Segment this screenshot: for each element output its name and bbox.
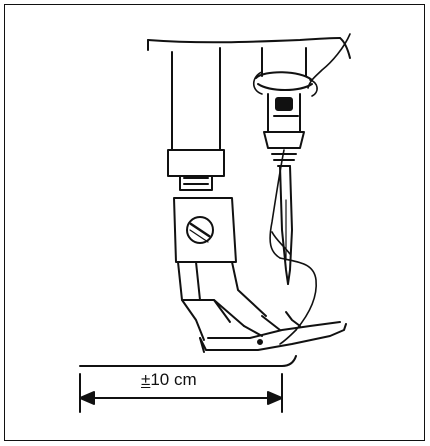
figure-frame	[4, 4, 425, 441]
presser-bar	[167, 47, 225, 191]
needle-bar	[255, 47, 313, 167]
machine-head	[147, 37, 351, 59]
plus-minus-sign: ±	[141, 370, 151, 389]
presser-foot-clamp	[173, 197, 237, 263]
presser-foot-shank	[177, 261, 267, 341]
dimension-arrow	[79, 373, 283, 413]
needle	[279, 165, 293, 285]
thread	[252, 33, 351, 345]
dimension-value: 10 cm	[150, 370, 197, 389]
presser-foot-sole	[199, 311, 347, 353]
fabric-edge	[79, 355, 297, 367]
dimension-label: ±10 cm	[141, 370, 197, 390]
